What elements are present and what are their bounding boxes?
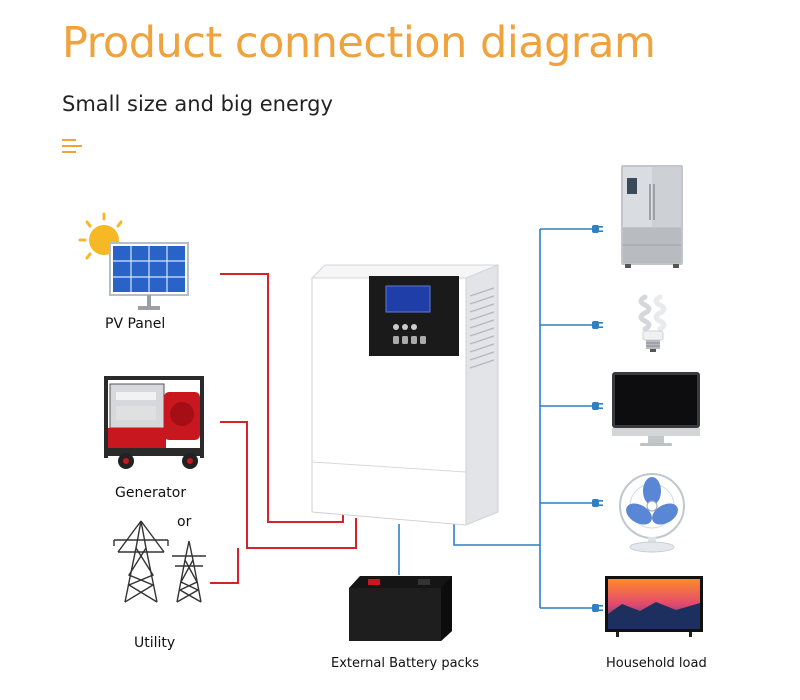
pv-wire	[220, 273, 344, 523]
plug-icon	[592, 499, 603, 507]
television-icon	[605, 576, 703, 637]
pv-panel-label: PV Panel	[105, 316, 166, 332]
plug-icon	[592, 225, 603, 233]
utility-wire	[210, 548, 239, 584]
menu-icon	[62, 139, 82, 153]
input-wires	[210, 273, 357, 584]
load-bus-feed	[453, 524, 540, 546]
light-bulb-icon	[638, 294, 667, 352]
plug-icon	[592, 402, 603, 410]
monitor-icon	[612, 372, 700, 446]
fan-icon	[619, 473, 685, 553]
plug-icon	[592, 321, 603, 329]
generator-label: Generator	[115, 485, 187, 501]
page-title: Product connection diagram	[62, 18, 656, 68]
utility-label: Utility	[134, 635, 176, 651]
plug-icons	[592, 225, 603, 612]
refrigerator-icon	[621, 165, 683, 268]
power-tower-icon	[113, 520, 169, 603]
generator-wire	[220, 421, 357, 549]
battery-icon	[349, 576, 452, 641]
battery-label: External Battery packs	[331, 656, 479, 671]
household-load-label: Household load	[606, 656, 707, 671]
or-label: or	[177, 514, 192, 530]
plug-icon	[592, 604, 603, 612]
output-wires	[398, 228, 592, 609]
page-subtitle: Small size and big energy	[62, 92, 333, 116]
generator-icon	[104, 376, 204, 469]
solar-panel-icon	[109, 242, 189, 310]
inverter-icon	[310, 264, 499, 526]
power-tower-icon	[172, 540, 206, 603]
